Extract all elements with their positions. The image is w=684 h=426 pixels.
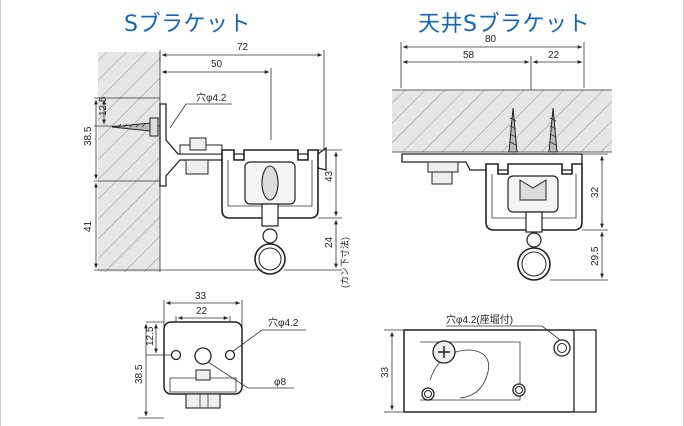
s-bracket-side-view: 72 50 12.5 38.5 41 穴φ4: [83, 42, 350, 288]
s-bracket-front-view: 33 22 穴φ4.2 φ8 12.5: [134, 291, 306, 419]
ceiling-dim-80-label: 80: [485, 34, 497, 45]
front-dim-33-label: 33: [195, 291, 207, 302]
phi8-label: φ8: [274, 377, 286, 388]
bracket-plate: [159, 103, 327, 187]
ceiling-screws: [508, 107, 558, 153]
front-dim-22-label: 22: [196, 306, 208, 317]
front-dim-12-5-label: 12.5: [145, 326, 156, 346]
wood-screw: [111, 117, 159, 137]
ring-hook: [254, 243, 286, 275]
front-hole-label: 穴φ4.2: [268, 316, 299, 329]
ceiling-s-bracket-title: 天井Sブラケット: [418, 12, 590, 37]
ceiling-bracket-side-view: 80 58 22: [392, 34, 612, 281]
dim-41-label: 41: [83, 220, 94, 232]
ceiling-dim-58-label: 58: [463, 50, 475, 61]
curtain-below-label: (カン下寸法): [339, 237, 350, 288]
dim-24-label: 24: [324, 236, 335, 248]
dim-43-label: 43: [324, 170, 335, 182]
s-bracket-title: Sブラケット: [124, 12, 251, 37]
ceiling-bracket-top-view: 穴φ4.2(座堀付) 33: [380, 313, 597, 413]
hole-label: 穴φ4.2: [196, 91, 227, 104]
ceiling-dim-29-5-label: 29.5: [590, 246, 601, 266]
dim-50-label: 50: [211, 59, 223, 70]
front-dim-38-5-label: 38.5: [134, 364, 145, 384]
ceiling-ring-hook: [517, 247, 551, 281]
ceiling-dim-22-label: 22: [548, 50, 560, 61]
ceiling-hole-label: 穴φ4.2(座堀付): [446, 313, 513, 326]
dim-38-5-label: 38.5: [83, 126, 94, 146]
ceiling-top-dim-33-label: 33: [380, 366, 391, 378]
dim-12-5-label: 12.5: [98, 96, 109, 116]
dim-72-label: 72: [237, 42, 249, 53]
countersunk-hole: [553, 339, 571, 357]
ceiling-dim-32-label: 32: [590, 186, 601, 198]
